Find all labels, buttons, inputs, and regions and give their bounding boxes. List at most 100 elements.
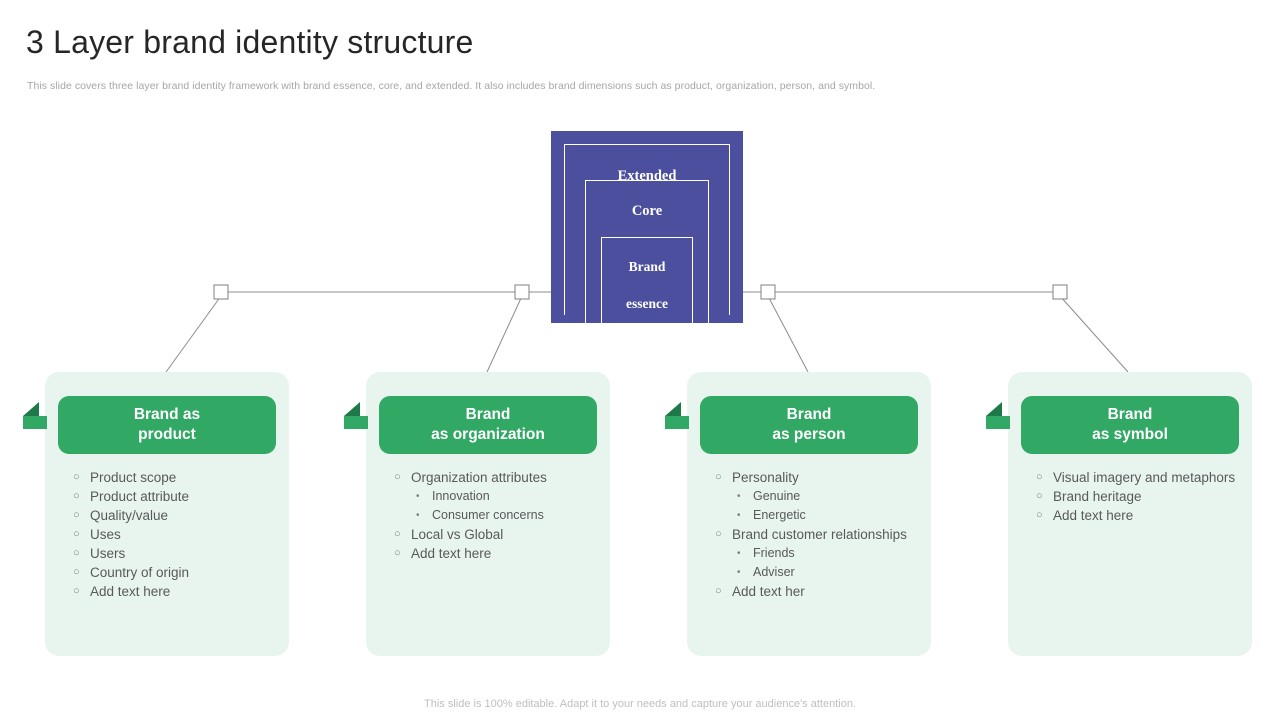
circle-outline-bullet-icon: ○ <box>73 547 80 559</box>
list-item: ○Add text here <box>1036 506 1242 525</box>
list-item: ○ Local vs Global <box>394 525 600 544</box>
dot-bullet-icon: • <box>737 491 741 502</box>
card-header-brand-as-organization[interactable]: Brand as organization <box>379 396 597 454</box>
list-item-label: Brand customer relationships <box>732 527 907 542</box>
list-item-label: Users <box>90 546 126 561</box>
circle-outline-bullet-icon: ○ <box>73 509 80 521</box>
list-item-label: Add text here <box>90 584 171 599</box>
card-list-brand-as-product: ○ Product scope ○ Product attribute ○ Quality… <box>73 468 279 601</box>
layer-brand-essence-label-line1: Brand <box>628 259 666 274</box>
card-brand-as-person[interactable]: Brand as person ○Personality•Genuine•Ene… <box>665 372 931 656</box>
ribbon-fold-icon <box>665 402 689 429</box>
card-title-line1: Brand <box>786 406 832 423</box>
ribbon-fold-icon <box>986 402 1010 429</box>
card-list-brand-as-organization: ○ Organization attributes • Innovation • Cons… <box>394 468 600 563</box>
dot-bullet-icon: • <box>737 510 741 521</box>
dot-bullet-icon: • <box>737 548 741 559</box>
circle-outline-bullet-icon: ○ <box>73 490 80 502</box>
layer-core[interactable]: Core <box>585 180 709 323</box>
list-item: •Adviser <box>715 563 921 582</box>
card-header-brand-as-product[interactable]: Brand as product <box>58 396 276 454</box>
list-item-label: Consumer concerns <box>432 508 544 522</box>
list-item: ○ Product scope <box>73 468 279 487</box>
card-title-line1: Brand as <box>133 406 201 423</box>
dot-bullet-icon: • <box>416 491 420 502</box>
card-title-line2: as organization <box>431 426 545 443</box>
list-item-label: Innovation <box>432 489 490 503</box>
circle-outline-bullet-icon: ○ <box>1036 471 1043 483</box>
circle-outline-bullet-icon: ○ <box>73 585 80 597</box>
list-item: ○ Uses <box>73 525 279 544</box>
circle-outline-bullet-icon: ○ <box>1036 490 1043 502</box>
connector-node-product[interactable] <box>213 284 229 300</box>
connector-line-to-product <box>165 295 222 373</box>
list-item-label: Brand heritage <box>1053 489 1142 504</box>
list-item-label: Organization attributes <box>411 470 547 485</box>
list-item: ○Personality <box>715 468 921 487</box>
circle-outline-bullet-icon: ○ <box>394 547 401 559</box>
list-item-label: Product attribute <box>90 489 190 504</box>
list-item: ○ Visual imagery and metaphors <box>1036 468 1242 487</box>
circle-outline-bullet-icon: ○ <box>394 471 401 483</box>
list-item-label: Quality/value <box>90 508 169 523</box>
list-item: ○ Organization attributes <box>394 468 600 487</box>
card-brand-as-organization[interactable]: Brand as organization ○ Organization attr… <box>344 372 610 656</box>
circle-outline-bullet-icon: ○ <box>73 528 80 540</box>
list-item-label: Genuine <box>753 489 801 503</box>
list-item-label: Uses <box>90 527 121 542</box>
list-item: ○ Quality/value <box>73 506 279 525</box>
list-item: ○ Brand customer relationships <box>715 525 921 544</box>
circle-outline-bullet-icon: ○ <box>715 528 722 540</box>
layer-extended-label: Extended <box>617 168 677 184</box>
list-item-label: Visual imagery and metaphors <box>1053 470 1236 485</box>
list-item-label: Product scope <box>90 470 177 485</box>
card-list-brand-as-symbol: ○ Visual imagery and metaphors ○ Brand heri… <box>1036 468 1242 525</box>
layer-brand-essence-label-line2: essence <box>626 296 668 311</box>
card-title-line1: Brand <box>1107 406 1153 423</box>
list-item: • Friends <box>715 544 921 563</box>
list-item-label: Country of origin <box>90 565 190 580</box>
card-header-brand-as-symbol[interactable]: Brand as symbol <box>1021 396 1239 454</box>
ribbon-fold-icon <box>344 402 368 429</box>
card-title-line2: as symbol <box>1092 426 1168 443</box>
core-nested-diagram[interactable]: Extended Core Brand essence <box>551 131 743 323</box>
page-title: 3 Layer brand identity structure <box>26 24 474 60</box>
card-brand-as-symbol[interactable]: Brand as symbol ○ Visual imagery and meta… <box>986 372 1252 656</box>
connector-line-to-symbol <box>1059 295 1129 373</box>
connector-node-symbol[interactable] <box>1052 284 1068 300</box>
card-brand-as-product[interactable]: Brand as product ○ Product scope ○ Product … <box>23 372 289 656</box>
list-item-label: Friends <box>753 546 795 560</box>
connector-node-person[interactable] <box>760 284 776 300</box>
list-item-label: Adviser <box>753 565 795 579</box>
card-title-line1: Brand <box>465 406 511 423</box>
list-item: ○ Country of origin <box>73 563 279 582</box>
circle-outline-bullet-icon: ○ <box>394 528 401 540</box>
layer-core-label: Core <box>631 203 663 219</box>
card-list-brand-as-person: ○Personality•Genuine•Energetic○Brand cus… <box>715 468 921 601</box>
list-item-label: Energetic <box>753 508 806 522</box>
list-item: • Energetic <box>715 506 921 525</box>
card-title-line2: product <box>138 426 196 443</box>
circle-outline-bullet-icon: ○ <box>715 585 722 597</box>
list-item-label: Add text here <box>1053 508 1134 523</box>
list-item: ○ Product attribute <box>73 487 279 506</box>
list-item: • Genuine <box>715 487 921 506</box>
circle-outline-bullet-icon: ○ <box>73 471 80 483</box>
connector-line-to-person <box>767 295 809 373</box>
connector-line-to-organization <box>486 295 523 373</box>
list-item: ○ Add text here <box>73 582 279 601</box>
page-subtitle: This slide covers three layer brand iden… <box>27 80 876 92</box>
list-item-label: Personality <box>732 470 799 485</box>
ribbon-fold-icon <box>23 402 47 429</box>
card-title-line2: as person <box>772 426 846 443</box>
list-item-label: Local vs Global <box>411 527 504 542</box>
connector-node-organization[interactable] <box>514 284 530 300</box>
circle-outline-bullet-icon: ○ <box>73 566 80 578</box>
dot-bullet-icon: • <box>416 510 420 521</box>
card-header-brand-as-person[interactable]: Brand as person <box>700 396 918 454</box>
layer-brand-essence[interactable]: Brand essence <box>601 237 693 323</box>
list-item: ○ Brand heritage <box>1036 487 1242 506</box>
list-item: • Innovation <box>394 487 600 506</box>
list-item: • Consumer concerns <box>394 506 600 525</box>
list-item-label: Add text her <box>732 584 805 599</box>
